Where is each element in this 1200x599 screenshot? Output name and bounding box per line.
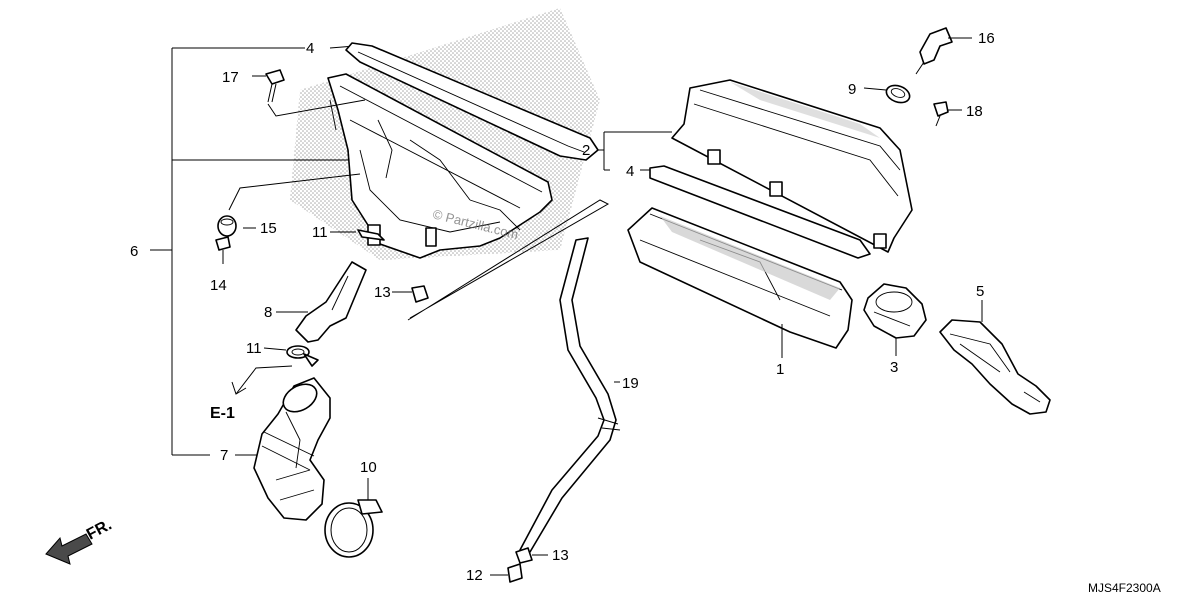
bolt-17 xyxy=(265,69,366,117)
grommet-9 xyxy=(885,84,911,104)
callout-10: 10 xyxy=(360,459,377,476)
callout-1: 1 xyxy=(776,361,784,378)
sensor-16 xyxy=(915,27,953,75)
callout-5: 5 xyxy=(976,283,984,300)
callout-11a: 11 xyxy=(312,224,328,241)
callout-13b: 13 xyxy=(552,547,569,564)
callout-19: 19 xyxy=(622,375,639,392)
callout-4b: 4 xyxy=(626,163,634,180)
leader-lines xyxy=(243,37,972,576)
front-direction-indicator: FR. xyxy=(45,516,115,565)
clip-11-lower xyxy=(286,345,319,367)
drain-plug-14 xyxy=(215,236,231,264)
callout-2: 2 xyxy=(582,142,590,159)
reference-e1-arrow xyxy=(231,365,293,395)
air-cleaner-case xyxy=(327,73,553,259)
cover-2 xyxy=(671,79,913,253)
callout-15: 15 xyxy=(260,220,277,237)
callout-14: 14 xyxy=(210,277,227,294)
callout-9: 9 xyxy=(848,81,856,98)
callout-8: 8 xyxy=(264,304,272,321)
grommet-15 xyxy=(217,173,361,237)
gasket-lower xyxy=(649,165,871,259)
screw-12 xyxy=(507,563,523,583)
callout-4a: 4 xyxy=(306,40,314,57)
callout-12: 12 xyxy=(466,567,483,584)
tube-19 xyxy=(519,237,621,553)
clip-11-upper xyxy=(357,229,385,241)
diagram-code: MJS4F2300A xyxy=(1088,581,1161,595)
callout-6: 6 xyxy=(130,243,138,260)
reference-e1: E-1 xyxy=(210,405,235,422)
callout-3: 3 xyxy=(890,359,898,376)
callout-16: 16 xyxy=(978,30,995,47)
duct-5 xyxy=(939,300,1051,415)
callout-18: 18 xyxy=(966,103,983,120)
callout-11b: 11 xyxy=(246,340,262,357)
callout-17: 17 xyxy=(222,69,239,86)
callout-13a: 13 xyxy=(374,284,391,301)
clip-13-upper xyxy=(411,285,429,303)
screw-18 xyxy=(933,101,949,127)
clip-13-lower xyxy=(515,547,533,564)
air-filter-element-1 xyxy=(627,207,853,358)
callout-7: 7 xyxy=(220,447,228,464)
joint-3 xyxy=(863,283,927,356)
guide-lines xyxy=(407,199,610,321)
intake-duct-7 xyxy=(253,377,331,521)
band-10 xyxy=(324,478,383,558)
gasket-upper xyxy=(345,42,599,161)
tube-8 xyxy=(295,261,367,343)
